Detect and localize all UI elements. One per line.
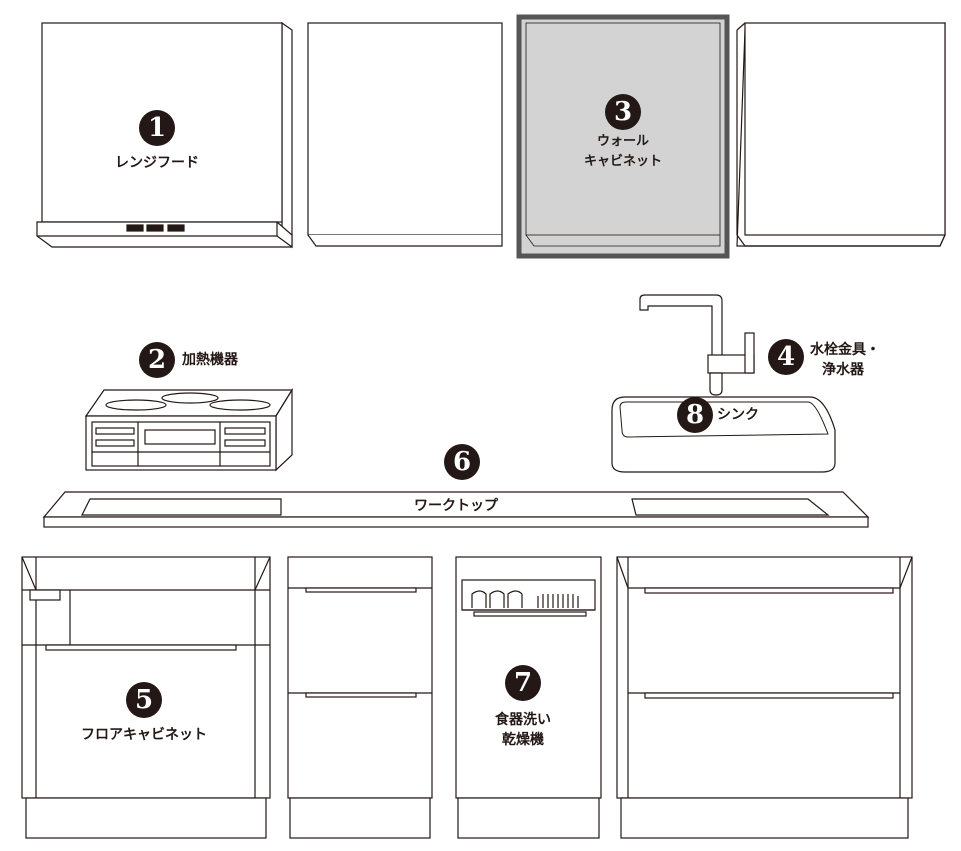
- number-badge-5: 5: [126, 682, 162, 718]
- label-line: 浄水器: [822, 362, 864, 378]
- label-line: 食器洗い: [495, 712, 551, 728]
- worktop[interactable]: [42, 491, 870, 528]
- wall-cabinet-4[interactable]: [736, 22, 946, 247]
- faucet[interactable]: [639, 294, 755, 396]
- label-line: 水栓金具・: [810, 342, 880, 358]
- number-badge-3: 3: [605, 94, 641, 130]
- label-range-hood: レンジフード: [115, 155, 199, 171]
- label-line: ウォール: [596, 134, 650, 149]
- floor-cabinet-1[interactable]: [21, 556, 271, 839]
- sink[interactable]: [611, 396, 836, 473]
- floor-cabinet-4[interactable]: [616, 556, 913, 839]
- label-floor-cabinet: フロアキャビネット: [81, 727, 207, 743]
- number-badge-1: 1: [139, 110, 175, 146]
- number-badge-8: 8: [677, 397, 713, 433]
- dishwasher[interactable]: [455, 556, 602, 839]
- label-worktop: ワークトップ: [414, 498, 498, 514]
- label-line: キャビネット: [583, 154, 663, 169]
- number-badge-7: 7: [505, 665, 541, 701]
- number-badge-2: 2: [139, 342, 175, 378]
- number-badge-6: 6: [444, 444, 480, 480]
- label-dishwasher: 食器洗い 乾燥機: [495, 710, 551, 750]
- number-badge-4: 4: [768, 339, 804, 375]
- label-sink: シンク: [717, 407, 759, 423]
- floor-cabinet-2[interactable]: [287, 556, 433, 839]
- label-faucet-water-purifier: 水栓金具・ 浄水器: [810, 340, 880, 380]
- label-line: 乾燥機: [502, 732, 544, 748]
- cooktop[interactable]: [84, 387, 294, 472]
- label-wall-cabinet: ウォール キャビネット: [584, 132, 662, 172]
- wall-cabinet-2[interactable]: [307, 22, 503, 247]
- label-cooking-appliance: 加熱機器: [182, 352, 238, 368]
